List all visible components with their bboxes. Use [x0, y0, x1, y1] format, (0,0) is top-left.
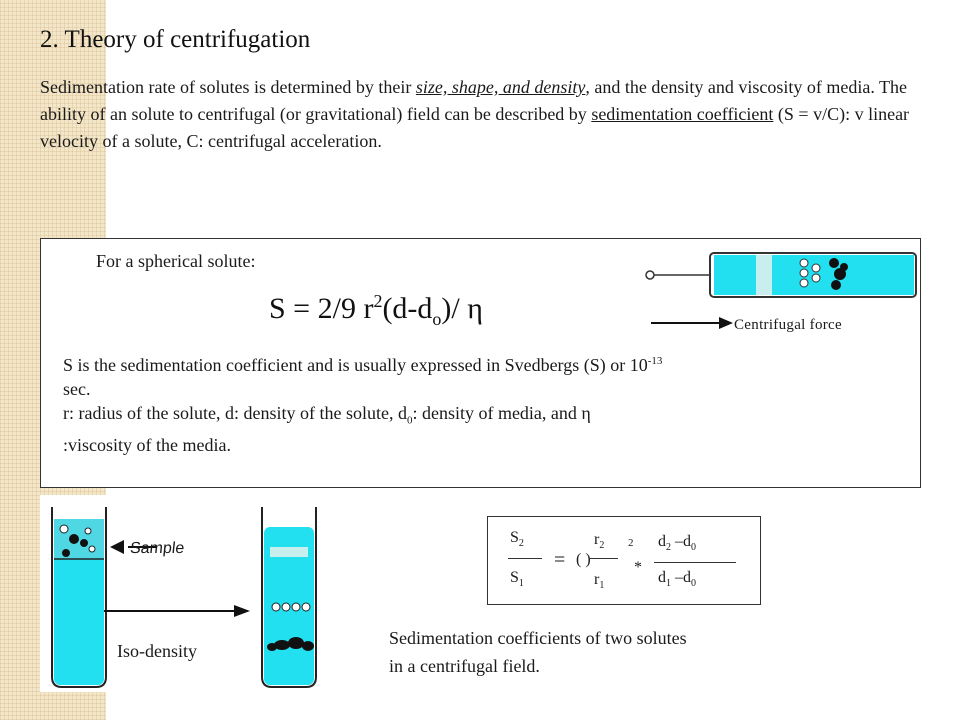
box-description: S is the sedimentation coefficient and i… — [63, 349, 853, 457]
formula-sup: 2 — [373, 291, 383, 311]
sample-label: Sample — [129, 540, 186, 557]
eq-frac-line-right — [654, 562, 736, 563]
desc-line-2b: : density of media, and η — [412, 403, 591, 423]
ratio-equation-box: S2 S1 = ( ) r2 r1 2 * d2 –d0 d1 –d0 — [487, 516, 761, 605]
eq-exponent: 2 — [628, 537, 634, 549]
formula-part-a: S = 2/9 r — [269, 292, 374, 325]
desc-exponent: -13 — [647, 355, 663, 367]
intro-emphasis: size, shape, and density — [415, 77, 586, 97]
intro-text-3: (S = v/C): v linear velocity of a solute… — [40, 104, 910, 151]
eq-s2: S2 — [510, 529, 524, 550]
intro-text-1: Sedimentation rate of solutes is determi… — [40, 77, 416, 97]
formula-part-c: )/ η — [441, 292, 483, 325]
intro-text-2: , and the density and viscosity of media… — [40, 77, 908, 124]
iso-density-label: Iso-density — [117, 641, 197, 661]
eq-r2: r2 — [594, 531, 605, 552]
eq-frac-line-mid — [590, 558, 618, 559]
desc-line-1b: sec. — [63, 379, 91, 399]
slide-title: 2. Theory of centrifugation — [40, 26, 311, 53]
eq-equals: = — [554, 549, 566, 571]
intro-paragraph: Sedimentation rate of solutes is determi… — [40, 74, 920, 155]
desc-line-2: r: radius of the solute, d: density of t… — [63, 403, 407, 423]
eq-paren: ( ) — [576, 551, 591, 568]
caption-line-1: Sedimentation coefficients of two solute… — [389, 628, 687, 648]
centrifuge-tubes-figure — [40, 495, 370, 692]
eq-frac-line-left — [508, 558, 542, 559]
spherical-solute-box: For a spherical solute: S = 2/9 r2(d-do)… — [40, 238, 921, 488]
intro-term: sedimentation coefficient — [591, 104, 774, 124]
horizontal-tube-illustration — [645, 252, 917, 298]
eq-denominator: d1 –d0 — [658, 569, 696, 590]
desc-subscript: 0 — [406, 414, 413, 427]
centrifugal-force-arrow — [651, 317, 733, 329]
equation-caption: Sedimentation coefficients of two solute… — [389, 624, 687, 680]
formula-sub: o — [432, 309, 442, 329]
caption-line-2: in a centrifugal field. — [389, 656, 540, 676]
eq-numerator: d2 –d0 — [658, 533, 696, 554]
box-lead-text: For a spherical solute: — [96, 251, 256, 271]
formula-part-b: (d-d — [382, 292, 433, 325]
eq-s1: S1 — [510, 569, 524, 590]
eq-times: * — [634, 559, 642, 576]
sedimentation-formula: S = 2/9 r2(d-do)/ η — [269, 291, 483, 330]
eq-r1: r1 — [594, 571, 605, 592]
desc-line-1: S is the sedimentation coefficient and i… — [63, 355, 648, 375]
centrifugal-force-label: Centrifugal force — [734, 317, 842, 333]
desc-line-3: :viscosity of the media. — [63, 434, 231, 455]
